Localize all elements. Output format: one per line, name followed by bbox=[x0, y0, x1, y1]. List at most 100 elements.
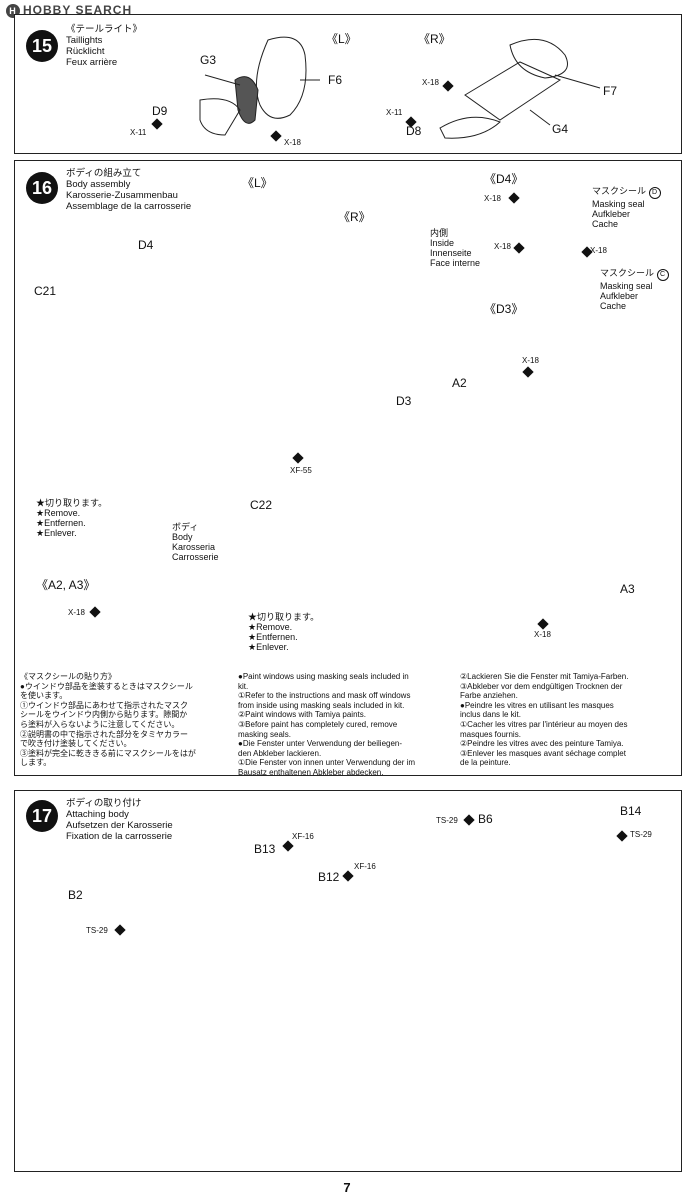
masking-notes-col2: ●Paint windows using masking seals inclu… bbox=[238, 672, 415, 778]
title-en: Taillights bbox=[66, 35, 103, 46]
title-fr: Feux arrière bbox=[66, 57, 118, 68]
mask-de: Aufkleber bbox=[600, 291, 639, 301]
remove-note-right: ★切り取ります。 ★Remove. ★Entfernen. ★Enlever. bbox=[248, 612, 319, 652]
part-label-c22: C22 bbox=[250, 498, 273, 512]
note-line: ③Enlever les masques avant séchage compl… bbox=[460, 748, 626, 758]
remove-de: ★Entfernen. bbox=[248, 632, 298, 642]
note-line: masking seals. bbox=[238, 729, 291, 739]
note-line: ②説明書の中で指示された部分をタミヤカラー bbox=[20, 729, 188, 739]
step-16-left-tag: 《L》 bbox=[242, 176, 273, 190]
mask-seal-c-note: マスクシール C Masking seal Aufkleber Cache bbox=[600, 268, 669, 311]
mask-jp: マスクシール bbox=[592, 186, 647, 196]
note-line: ら塗料が入らないように注意してください。 bbox=[20, 719, 180, 729]
part-label-b13: B13 bbox=[254, 842, 276, 856]
step-17-panel bbox=[14, 790, 682, 1172]
inside-de: Innenseite bbox=[430, 248, 472, 258]
paint-label-x11: X-11 bbox=[130, 128, 147, 137]
paint-label-ts29: TS-29 bbox=[630, 830, 652, 839]
title-de: Aufsetzen der Karosserie bbox=[66, 820, 173, 831]
body-jp: ボディ bbox=[172, 522, 199, 532]
note-line: masques fournis. bbox=[460, 729, 521, 739]
remove-note-left: ★切り取ります。 ★Remove. ★Entfernen. ★Enlever. bbox=[36, 498, 107, 538]
step-16-title: ボディの組み立て Body assembly Karosserie-Zusamm… bbox=[66, 168, 191, 212]
taillight-d8 bbox=[439, 116, 501, 139]
logo-text: HOBBY SEARCH bbox=[23, 3, 133, 17]
masking-notes-col3: ②Lackieren Sie die Fenster mit Tamiya-Fa… bbox=[460, 672, 628, 768]
inside-jp: 内側 bbox=[430, 228, 449, 238]
note-line: します。 bbox=[20, 758, 52, 768]
remove-en: ★Remove. bbox=[248, 622, 293, 632]
mask-en: Masking seal bbox=[592, 199, 645, 209]
mask-jp: マスクシール bbox=[600, 268, 655, 278]
inside-note: 内側 Inside Innenseite Face interne bbox=[430, 228, 480, 268]
part-label-b6: B6 bbox=[478, 812, 493, 826]
note-line: ①Refer to the instructions and mask off … bbox=[238, 691, 411, 701]
title-de: Karosserie-Zusammenbau bbox=[66, 190, 178, 201]
inside-fr: Face interne bbox=[430, 258, 481, 268]
paint-label-xf16: XF-16 bbox=[354, 862, 376, 871]
body-de: Karosseria bbox=[172, 542, 216, 552]
part-label-d3: D3 bbox=[396, 394, 412, 408]
part-label-d9: D9 bbox=[152, 104, 168, 118]
note-line: ①Die Fenster von innen unter Verwendung … bbox=[238, 758, 416, 768]
mask-en: Masking seal bbox=[600, 281, 653, 291]
note-line: Farbe anziehen. bbox=[460, 691, 518, 701]
note-line: ●Paint windows using masking seals inclu… bbox=[238, 672, 409, 681]
d3-tag: 《D3》 bbox=[484, 302, 524, 316]
inside-en: Inside bbox=[430, 238, 455, 248]
note-line: Bausatz enthaltenen Abkleber abdecken. bbox=[238, 767, 384, 777]
part-label-g3: G3 bbox=[200, 53, 217, 67]
note-line: を使います。 bbox=[20, 691, 68, 701]
note-line: シールをウインドウ内側から貼ります。隙間か bbox=[20, 710, 188, 720]
note-line: from inside using masking seals included… bbox=[238, 700, 405, 710]
paint-label-x18: X-18 bbox=[422, 78, 439, 87]
note-line: 《マスクシールの貼り方》 bbox=[20, 672, 116, 681]
body-en: Body bbox=[172, 532, 193, 542]
note-line: ③Before paint has completely cured, remo… bbox=[238, 719, 398, 729]
title-fr: Fixation de la carrosserie bbox=[66, 831, 173, 842]
part-label-d8: D8 bbox=[406, 124, 422, 138]
body-note: ボディ Body Karosseria Carrosserie bbox=[172, 522, 219, 562]
part-label-b12: B12 bbox=[318, 870, 340, 884]
paint-label-x11: X-11 bbox=[386, 108, 403, 117]
title-de: Rücklicht bbox=[66, 46, 105, 57]
remove-jp: ★切り取ります。 bbox=[248, 612, 320, 622]
note-line: inclus dans le kit. bbox=[460, 710, 521, 720]
title-jp: ボディの組み立て bbox=[66, 168, 142, 179]
part-label-b14: B14 bbox=[620, 804, 642, 818]
step-15-title: 《テールライト》 Taillights Rücklicht Feux arriè… bbox=[66, 24, 142, 68]
title-en: Attaching body bbox=[66, 809, 129, 820]
title-fr: Assemblage de la carrosserie bbox=[66, 201, 192, 212]
body-fr: Carrosserie bbox=[172, 552, 219, 562]
note-line: ②Paint windows with Tamiya paints. bbox=[238, 710, 366, 720]
paint-label-xf16: XF-16 bbox=[292, 832, 314, 841]
part-label-f6: F6 bbox=[328, 73, 343, 87]
part-label-b2: B2 bbox=[68, 888, 83, 902]
paint-label-xf55: XF-55 bbox=[290, 466, 312, 475]
part-label-f7: F7 bbox=[603, 84, 618, 98]
note-line: ③Abkleber vor dem endgültigen Trocknen d… bbox=[460, 681, 623, 691]
part-label-a2: A2 bbox=[452, 376, 467, 390]
step-16-right-tag: 《R》 bbox=[338, 210, 371, 224]
taillight-d9 bbox=[199, 98, 241, 136]
note-line: kit. bbox=[238, 681, 249, 691]
page-number: 7 bbox=[343, 1180, 351, 1195]
mask-fr: Cache bbox=[600, 301, 627, 311]
mask-fr: Cache bbox=[592, 219, 619, 229]
note-line: ●Peindre les vitres en utilisant les mas… bbox=[460, 700, 614, 710]
note-line: de la peinture. bbox=[460, 758, 511, 768]
title-en: Body assembly bbox=[66, 179, 131, 190]
paint-label-x18: X-18 bbox=[522, 356, 539, 365]
note-line: ③塗料が完全に乾ききる前にマスクシールをはが bbox=[20, 748, 196, 758]
paint-label-ts29: TS-29 bbox=[436, 816, 458, 825]
step-15-left-tag: 《L》 bbox=[326, 32, 357, 46]
title-jp: ボディの取り付け bbox=[66, 798, 142, 809]
mask-letter-d: D bbox=[648, 187, 661, 199]
part-label-g4: G4 bbox=[552, 122, 569, 136]
part-label-a3: A3 bbox=[620, 582, 635, 596]
mask-letter-c: C bbox=[656, 269, 669, 281]
paint-label-x18: X-18 bbox=[534, 630, 551, 639]
note-line: ①ウインドウ部品にあわせて指示されたマスク bbox=[20, 700, 188, 710]
paint-label-x18: X-18 bbox=[590, 246, 607, 255]
